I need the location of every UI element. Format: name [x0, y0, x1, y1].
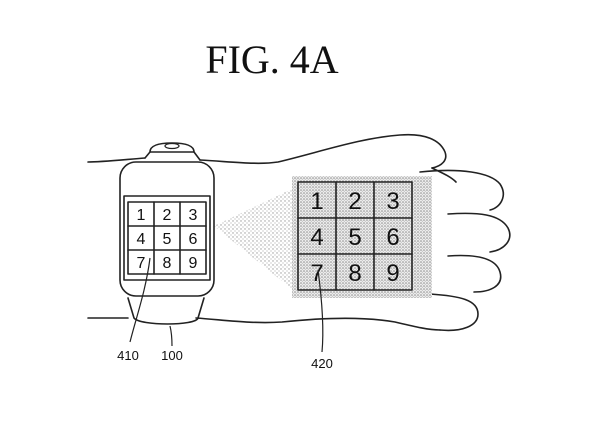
watch-key-6: 6 — [189, 231, 198, 248]
projected-key-9: 9 — [386, 260, 399, 287]
arm-hand-outline — [87, 133, 511, 332]
watch-key-3: 3 — [189, 207, 198, 224]
projected-key-7: 7 — [310, 260, 323, 287]
figure-title: FIG. 4A — [205, 37, 338, 82]
leader-lines — [129, 257, 324, 353]
watch-key-4: 4 — [137, 231, 146, 248]
smart-watch — [119, 142, 215, 325]
watch-key-5: 5 — [163, 231, 172, 248]
watch-key-2: 2 — [163, 207, 172, 224]
projection-beam — [214, 186, 298, 294]
label-410: 410 — [117, 348, 139, 363]
watch-keypad: 1 2 3 4 5 6 7 8 9 — [127, 201, 207, 275]
projected-keypad: 1 2 3 4 5 6 7 8 9 — [297, 181, 413, 291]
projected-key-3: 3 — [386, 188, 399, 215]
projected-key-8: 8 — [348, 260, 361, 287]
projected-key-1: 1 — [310, 188, 323, 215]
watch-key-9: 9 — [189, 255, 198, 272]
projected-area-shading — [292, 176, 432, 298]
projected-key-6: 6 — [386, 224, 399, 251]
watch-key-7: 7 — [137, 255, 146, 272]
projected-key-5: 5 — [348, 224, 361, 251]
watch-key-1: 1 — [137, 207, 146, 224]
projected-key-2: 2 — [348, 188, 361, 215]
projected-key-4: 4 — [310, 224, 323, 251]
label-100: 100 — [161, 348, 183, 363]
watch-key-8: 8 — [163, 255, 172, 272]
label-420: 420 — [311, 356, 333, 371]
